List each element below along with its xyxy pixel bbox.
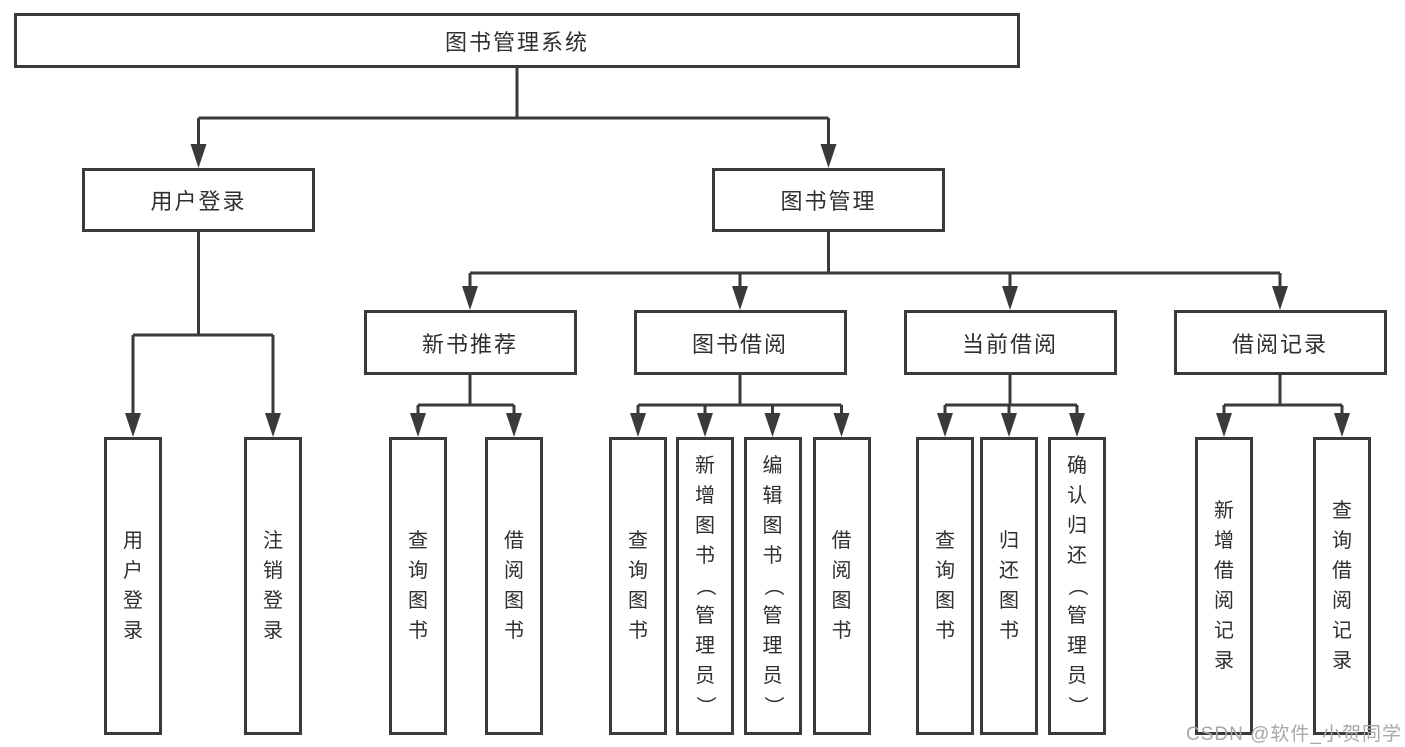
connector-root xyxy=(197,68,830,150)
connector-book-management xyxy=(468,232,1282,292)
leaf-query-borrow-record: 查询借阅记录 xyxy=(1313,437,1371,735)
connector-user-login xyxy=(131,232,275,420)
leaf-query-books-borrowing: 查询图书 xyxy=(609,437,667,735)
node-current-borrowing: 当前借阅 xyxy=(903,310,1117,375)
node-book-management: 图书管理 xyxy=(712,168,945,232)
leaf-user-login: 用户登录 xyxy=(104,437,162,735)
connector-records xyxy=(1222,375,1344,420)
connector-current xyxy=(943,375,1079,420)
leaf-edit-book-admin: 编辑图书（管理员） xyxy=(743,437,802,735)
node-borrowing-records: 借阅记录 xyxy=(1173,310,1387,375)
connector-borrowing xyxy=(636,375,843,420)
leaf-query-books-current: 查询图书 xyxy=(916,437,974,735)
node-new-book-recommendation: 新书推荐 xyxy=(363,310,577,375)
watermark: CSDN @软件_小贺同学 xyxy=(1186,724,1402,745)
node-root: 图书管理系统 xyxy=(14,13,1020,68)
leaf-query-books-recommend: 查询图书 xyxy=(389,437,447,735)
connector-new-book xyxy=(416,375,516,420)
leaf-return-books: 归还图书 xyxy=(980,437,1038,735)
leaf-borrow-books: 借阅图书 xyxy=(812,437,871,735)
leaf-add-borrow-record: 新增借阅记录 xyxy=(1195,437,1253,735)
leaf-logout: 注销登录 xyxy=(244,437,302,735)
node-user-login: 用户登录 xyxy=(82,168,315,232)
leaf-add-book-admin: 新增图书（管理员） xyxy=(676,437,734,735)
leaf-confirm-return-admin: 确认归还（管理员） xyxy=(1048,437,1106,735)
node-book-borrowing: 图书借阅 xyxy=(633,310,847,375)
leaf-borrow-books-recommend: 借阅图书 xyxy=(485,437,543,735)
